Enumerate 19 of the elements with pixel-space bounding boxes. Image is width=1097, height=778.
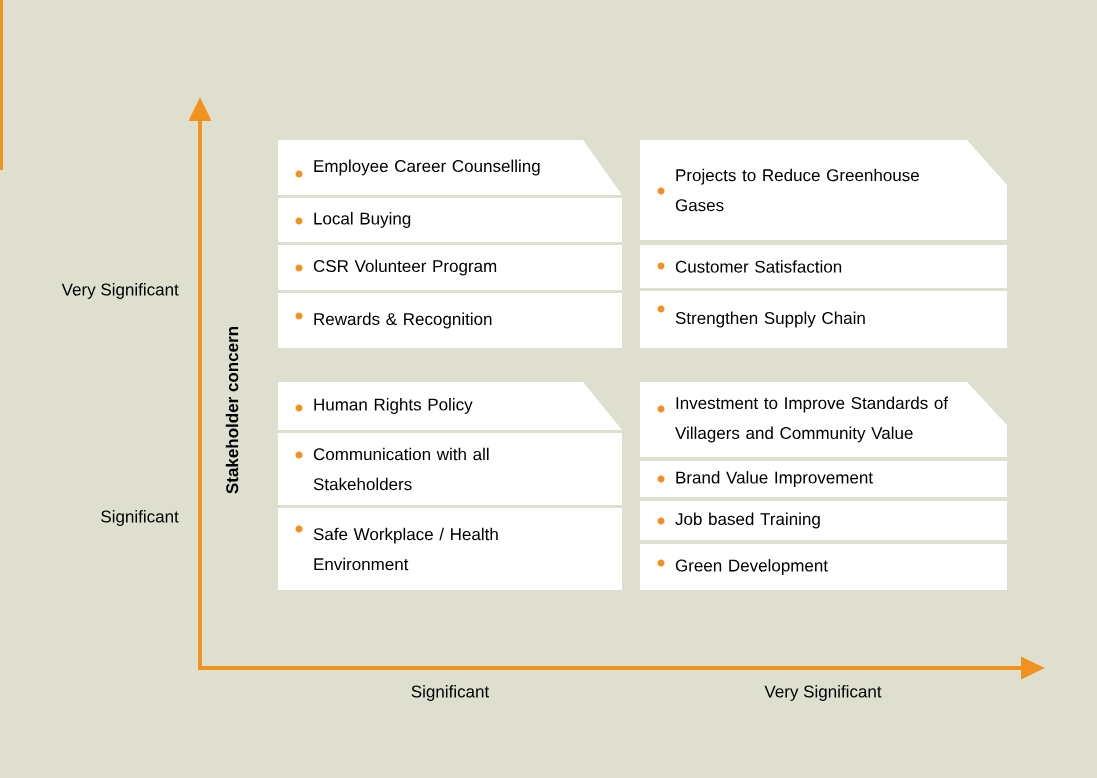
axis-label: Very Significant [61, 283, 179, 299]
list-item-box: Safe Workplace / Health Environment [278, 508, 622, 590]
list-item-box: Strengthen Supply Chain [640, 291, 1007, 348]
list-item-box: Investment to Improve Standards of Villagers and Community Value [640, 382, 1007, 457]
list-item-box: Customer Satisfaction [640, 245, 1007, 288]
axis-label: Significant [101, 510, 179, 526]
list-item-box: Green Development [640, 544, 1007, 590]
list-item-box: CSR Volunteer Program [278, 245, 622, 290]
list-item-box: Local Buying [278, 198, 622, 242]
list-item-box: Employee Career Counselling [278, 140, 622, 195]
list-item-box: Human Rights Policy [278, 382, 622, 430]
list-item-box: Communication with all Stakeholders [278, 433, 622, 505]
list-item-box: Job based Training [640, 501, 1007, 540]
list-item-box: Rewards & Recognition [278, 293, 622, 348]
list-item-box: Projects to Reduce Greenhouse Gases [640, 140, 1007, 240]
axis-label: Significant [411, 685, 490, 701]
list-item-box: Brand Value Improvement [640, 461, 1007, 497]
axis-title: Stakeholder concern [225, 327, 239, 494]
axis-label: Very Significant [764, 685, 882, 701]
